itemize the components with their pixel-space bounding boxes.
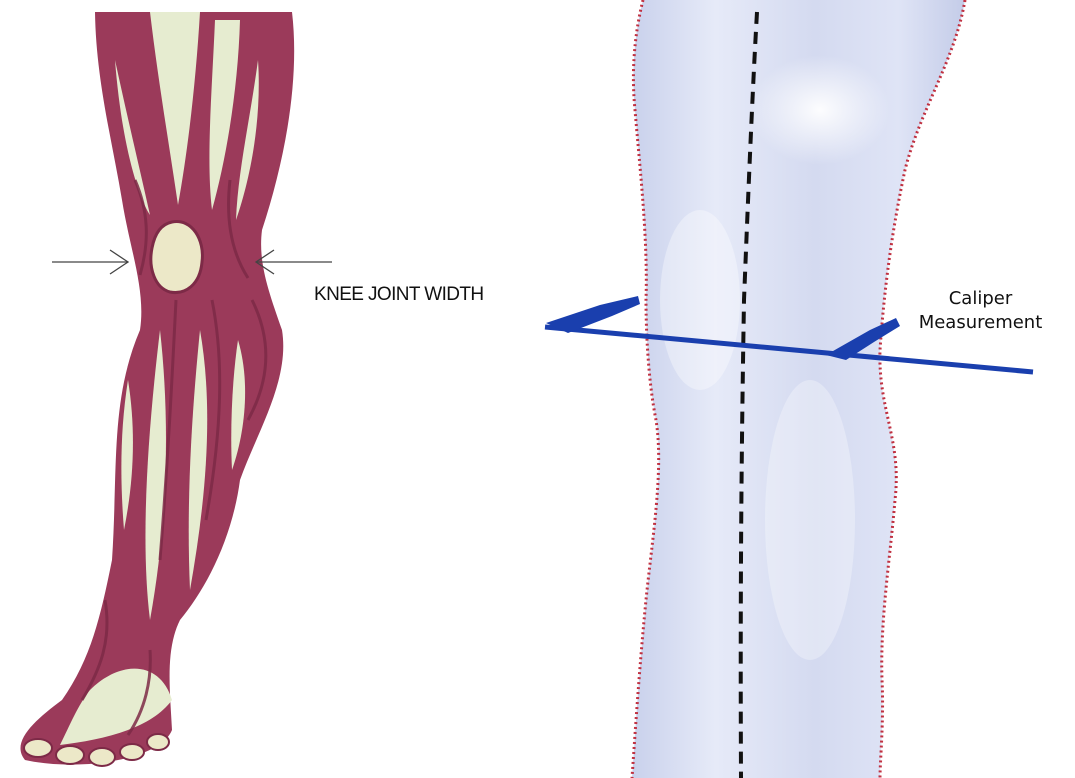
- leg-model: [632, 0, 965, 778]
- knee-joint-width-label: KNEE JOINT WIDTH: [314, 284, 484, 306]
- anatomical-leg-illustration: [20, 12, 294, 766]
- knee-highlight: [750, 55, 890, 165]
- arrow-left-icon: [256, 250, 332, 274]
- arrow-right-icon: [52, 250, 128, 274]
- kneecap: [151, 222, 203, 293]
- caliper-measurement-label: Caliper Measurement: [888, 287, 1073, 335]
- caliper-label-line1: Caliper: [888, 287, 1073, 311]
- caliper-label-line2: Measurement: [888, 311, 1073, 335]
- caliper-left-jaw: [546, 296, 640, 333]
